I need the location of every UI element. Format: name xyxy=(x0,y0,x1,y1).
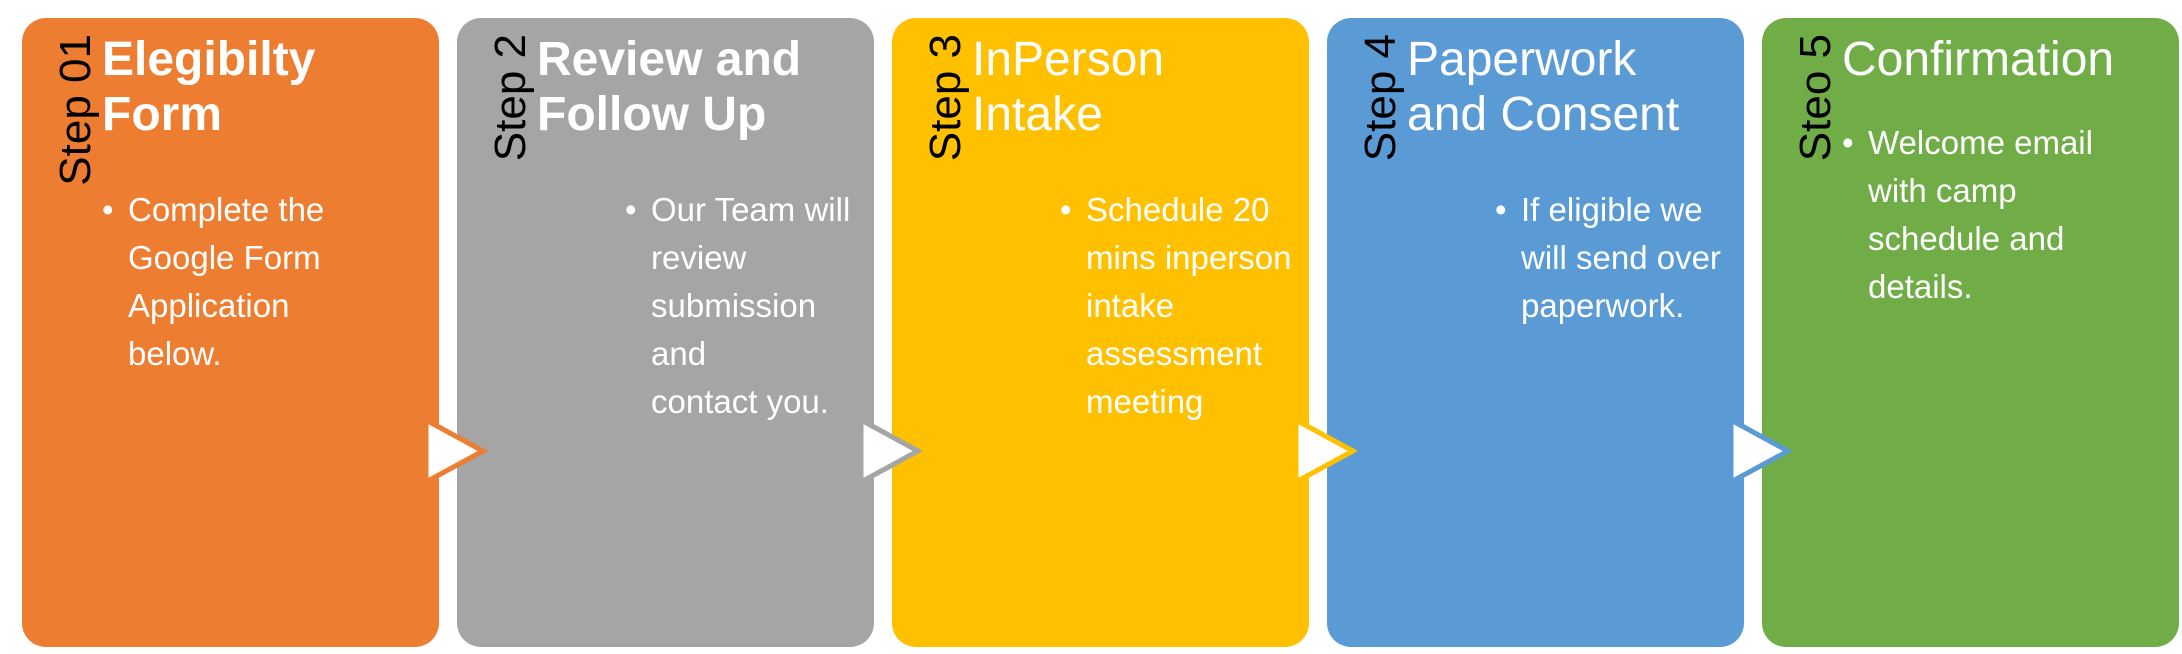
step-card-5: Steo 5 Confirmation Welcome email with c… xyxy=(1762,18,2179,647)
step-title: Confirmation xyxy=(1842,33,2115,86)
step-bullet-list: Complete the Google Form Application bel… xyxy=(102,186,429,378)
step-number-label: Steo 5 xyxy=(1791,34,1840,162)
step-bullet-list: Our Team will review submission and cont… xyxy=(625,186,864,426)
step-number-label: Step 2 xyxy=(486,34,535,162)
step-content: Confirmation Welcome email with camp sch… xyxy=(1842,32,2169,311)
step-title: Paperwork and Consent xyxy=(1407,33,1680,141)
step-title: Review and Follow Up xyxy=(537,33,802,141)
step-card-3: Step 3 InPerson Intake Schedule 20 mins … xyxy=(892,18,1357,647)
step-card-1: Step 01 Elegibilty Form Complete the Goo… xyxy=(22,18,487,647)
bullet-item: Complete the Google Form Application bel… xyxy=(102,186,429,378)
step-title: Elegibilty Form xyxy=(102,33,316,141)
bullet-item: Schedule 20 mins inperson intake assessm… xyxy=(1060,186,1299,426)
step-number-label: Step 3 xyxy=(921,34,970,162)
step-bullet-list: Schedule 20 mins inperson intake assessm… xyxy=(1060,186,1299,426)
step-number-label: Step 01 xyxy=(51,34,100,186)
step-card-2: Step 2 Review and Follow Up Our Team wil… xyxy=(457,18,922,647)
step-title: InPerson Intake xyxy=(972,33,1165,141)
bullet-item: If eligible we will send over paperwork. xyxy=(1495,186,1734,330)
step-content: Review and Follow Up Our Team will revie… xyxy=(537,32,864,426)
step-content: Paperwork and Consent If eligible we wil… xyxy=(1407,32,1734,330)
process-flow: Step 01 Elegibilty Form Complete the Goo… xyxy=(22,18,2179,647)
step-bullet-list: If eligible we will send over paperwork. xyxy=(1495,186,1734,330)
connector-arrow-icon xyxy=(423,416,487,486)
step-number-label: Step 4 xyxy=(1356,34,1405,162)
step-card-4: Step 4 Paperwork and Consent If eligible… xyxy=(1327,18,1792,647)
step-content: Elegibilty Form Complete the Google Form… xyxy=(102,32,429,378)
connector-arrow-icon xyxy=(1728,416,1792,486)
step-bullet-list: Welcome email with camp schedule and det… xyxy=(1842,119,2169,311)
connector-arrow-icon xyxy=(1293,416,1357,486)
connector-arrow-icon xyxy=(858,416,922,486)
step-content: InPerson Intake Schedule 20 mins inperso… xyxy=(972,32,1299,426)
bullet-item: Welcome email with camp schedule and det… xyxy=(1842,119,2169,311)
bullet-item: Our Team will review submission and cont… xyxy=(625,186,864,426)
